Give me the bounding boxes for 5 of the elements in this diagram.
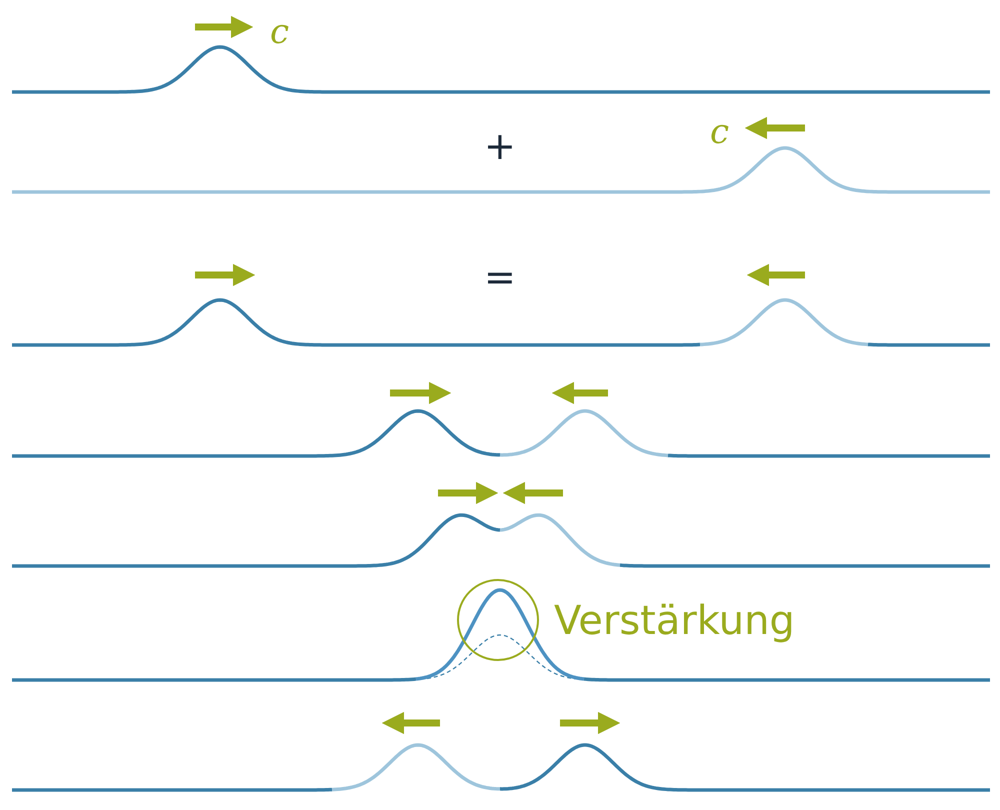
annotation-label: Verstärkung xyxy=(554,598,795,644)
equals-sign: = xyxy=(484,255,516,299)
speed-label: c xyxy=(270,12,290,52)
speed-label: c xyxy=(710,112,730,152)
plus-sign: + xyxy=(484,124,516,168)
